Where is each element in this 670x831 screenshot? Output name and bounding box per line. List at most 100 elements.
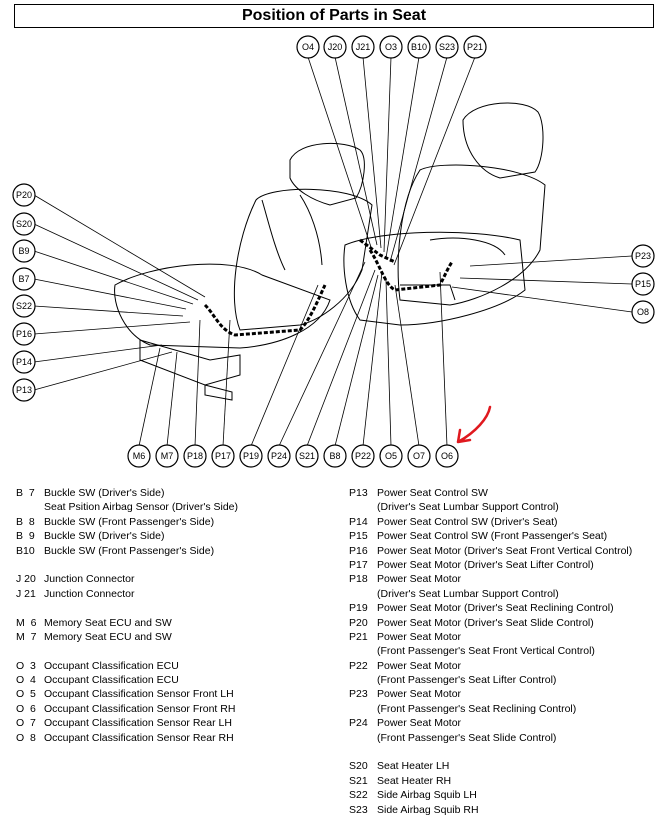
legend-description: Junction Connector [44,587,135,600]
svg-text:P13: P13 [16,385,32,395]
legend-description: Power Seat Control SW [377,487,488,499]
callout-m6: M6 [127,444,151,468]
legend-description: (Driver's Seat Lumbar Support Control) [377,587,559,600]
legend-code: P20 [349,616,368,629]
legend-code: S23 [349,803,368,816]
callout-o5: O5 [379,444,403,468]
legend-code: B 8 [16,515,35,528]
svg-text:P15: P15 [635,279,651,289]
legend-spacer [16,644,238,658]
legend-code: P19 [349,602,368,615]
callout-p20: P20 [12,183,36,207]
callout-b8: B8 [323,444,347,468]
legend-entry: (Front Passenger's Seat Reclining Contro… [349,702,632,716]
callout-p15: P15 [631,272,655,296]
legend-entry: P19 Power Seat Motor (Driver's Seat Recli… [349,601,632,615]
svg-text:O6: O6 [441,451,453,461]
legend-entry: M 6 Memory Seat ECU and SW [16,616,238,630]
legend-code: M 7 [16,630,37,643]
legend-code: O 5 [16,688,36,701]
legend-description: Seat Psition Airbag Sensor (Driver's Sid… [44,501,239,514]
legend-code: P24 [349,717,368,730]
callout-p21: P21 [463,35,487,59]
svg-text:M7: M7 [161,451,174,461]
svg-text:B7: B7 [18,274,29,284]
legend-description: Buckle SW (Front Passenger's Side) [44,544,215,557]
legend-entry: (Front Passenger's Seat Slide Control) [349,731,632,745]
legend-description: Memory Seat ECU and SW [44,616,172,629]
legend-description: Buckle SW (Driver's Side) [44,487,165,499]
legend-code: O 6 [16,702,36,715]
legend-description: Occupant Classification Sensor Front RH [44,702,236,715]
svg-text:P21: P21 [467,42,483,52]
svg-text:P16: P16 [16,329,32,339]
legend-code: B10 [16,544,35,557]
callout-p19: P19 [239,444,263,468]
legend-description: Power Seat Motor [377,717,462,730]
legend-entry: P24 Power Seat Motor [349,716,632,730]
passenger-seat-illustration [343,102,546,326]
legend-description: Power Seat Motor [377,659,462,672]
wire-harness [203,238,454,337]
legend-entry: (Driver's Seat Lumbar Support Control) [349,500,632,514]
legend-entry: O 6 Occupant Classification Sensor Front … [16,702,238,716]
legend-code: P21 [349,630,368,643]
svg-text:O8: O8 [637,307,649,317]
legend-code: J 20 [16,573,36,586]
legend-description: Power Seat Motor (Driver's Seat Lifter C… [377,558,594,571]
legend-code: S20 [349,760,368,773]
legend-description: Occupant Classification Sensor Rear RH [44,731,234,744]
legend-description: Power Seat Motor [377,688,462,701]
legend-description: Power Seat Control SW (Driver's Seat) [377,515,558,528]
legend-code: O 3 [16,659,36,672]
legend-description: Power Seat Motor [377,573,462,586]
legend-description: (Front Passenger's Seat Lifter Control) [377,674,557,687]
callout-o7: O7 [407,444,431,468]
svg-text:J20: J20 [328,42,343,52]
legend-code: O 4 [16,674,36,687]
legend-entry: Seat Psition Airbag Sensor (Driver's Sid… [16,500,238,514]
legend-code: M 6 [16,616,37,629]
svg-text:P23: P23 [635,251,651,261]
callout-p24: P24 [267,444,291,468]
legend-description: Memory Seat ECU and SW [44,630,172,643]
legend-description: Power Seat Motor (Driver's Seat Reclinin… [377,602,614,615]
svg-text:P14: P14 [16,357,32,367]
callouts-right: P23 P15 O8 [631,244,655,324]
callout-o4: O4 [296,35,320,59]
legend-code: P23 [349,688,368,701]
legend-description: Seat Heater RH [377,774,452,787]
svg-text:S23: S23 [439,42,455,52]
svg-text:P17: P17 [215,451,231,461]
legend-description: Side Airbag Squib LH [377,789,477,802]
callout-s21: S21 [295,444,319,468]
legend-code: O 7 [16,717,36,730]
callout-s23: S23 [435,35,459,59]
red-annotation-arrow [456,405,492,444]
svg-text:M6: M6 [133,451,146,461]
svg-text:O4: O4 [302,42,314,52]
legend-code: P16 [349,544,368,557]
callout-j20: J20 [323,35,347,59]
legend-code: P18 [349,573,368,586]
callout-p14: P14 [12,350,36,374]
callout-m7: M7 [155,444,179,468]
legend-code: B 9 [16,530,35,543]
legend-code: P14 [349,515,368,528]
svg-text:P24: P24 [271,451,287,461]
legend-entry: P14 Power Seat Control SW (Driver's Seat) [349,515,632,529]
legend-description: Junction Connector [44,573,135,586]
legend-entry: M 7 Memory Seat ECU and SW [16,630,238,644]
callouts-bottom: M6 M7 P18 P17 P19 P24 S21 B8 P22 O5 O7 O… [127,444,459,468]
legend-description: (Front Passenger's Seat Slide Control) [377,731,557,744]
